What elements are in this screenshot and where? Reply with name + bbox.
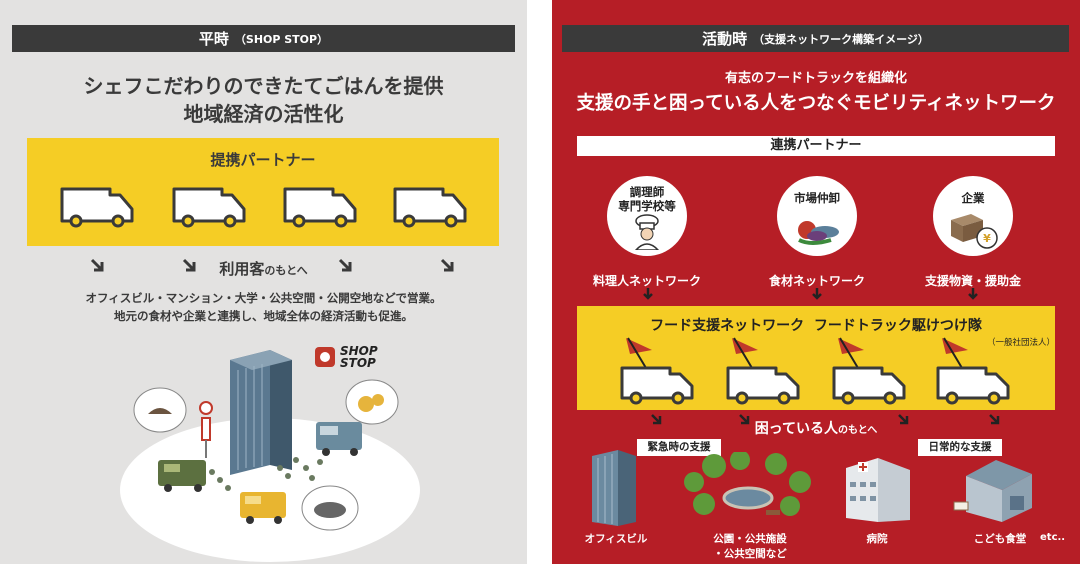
normal-headline-2: 地域経済の活性化 — [183, 102, 344, 126]
truck-icon — [393, 187, 467, 228]
active-time-header: 活動時 （支援ネットワーク構築イメージ） — [562, 25, 1069, 52]
destination-park: 公園・公共施設 — [713, 533, 787, 545]
flag-truck-icon — [726, 337, 800, 405]
partner-circle-cooking-school: 調理師 専門学校等 — [607, 176, 687, 256]
customers-label: 利用客のもとへ — [0, 258, 527, 279]
svg-text:¥: ¥ — [983, 232, 991, 245]
partner-circle-company: 企業 ¥ — [933, 176, 1013, 256]
etc-label: etc.. — [1040, 532, 1066, 543]
normal-body-2: 地元の食材や企業と連携し、地域全体の経済活動も促進。 — [114, 309, 413, 323]
logo-line-1: SHOP — [340, 344, 378, 358]
partner-3-title: 企業 — [961, 191, 985, 205]
partner-label: 提携パートナー — [210, 151, 316, 169]
arrow-down-icon — [440, 258, 454, 272]
arrow-down-icon — [739, 414, 750, 425]
destination-public-space: ・公共空間など — [713, 548, 787, 560]
partner-1-title-2: 専門学校等 — [618, 199, 676, 213]
logo-line-2: STOP — [340, 356, 376, 370]
arrow-down-icon — [812, 288, 822, 300]
office-building-icon — [592, 450, 636, 526]
partner-circle-wholesaler: 市場仲卸 — [777, 176, 857, 256]
partner-bar: 連携パートナー — [577, 136, 1055, 156]
arrow-down-icon — [90, 258, 104, 272]
network-label-food: 食材ネットワーク — [768, 274, 865, 288]
network-label-supplies: 支援物資・援助金 — [924, 274, 1021, 288]
active-time-subtitle: （支援ネットワーク構築イメージ） — [753, 32, 929, 46]
arrow-down-icon — [651, 414, 662, 425]
people-main: 困っている人 — [754, 421, 838, 437]
city-scene-illustration — [120, 350, 420, 562]
normal-headline-1: シェフこだわりのできたてごはんを提供 — [83, 74, 444, 98]
arrow-down-icon — [989, 414, 1000, 425]
customers-suffix: のもとへ — [264, 264, 308, 277]
active-headline-big: 支援の手と困っている人をつなぐモビリティネットワーク — [576, 93, 1056, 114]
people-suffix: のもとへ — [838, 425, 878, 436]
normal-time-title: 平時 — [198, 30, 229, 48]
flag-truck-icon — [832, 337, 906, 405]
arrow-down-icon — [643, 288, 653, 300]
normal-time-header: 平時 （SHOP STOP） — [12, 25, 515, 52]
partner-1-title-1: 調理師 — [629, 185, 665, 199]
active-headline-small: 有志のフードトラックを組織化 — [724, 71, 907, 86]
people-label: 困っている人のもとへ — [552, 418, 1080, 438]
network-title-2: フードトラック駆けつけ隊 — [813, 318, 982, 334]
childrens-cafeteria-icon — [953, 460, 1032, 522]
truck-icon — [172, 187, 246, 228]
flag-truck-icon — [936, 337, 1010, 405]
arrow-down-icon — [898, 414, 909, 425]
destination-kids-cafeteria: こども食堂 — [973, 533, 1027, 545]
normal-body-1: オフィスビル・マンション・大学・公共空間・公開空地などで営業。 — [85, 291, 442, 305]
supplies-money-icon: ¥ — [951, 214, 998, 249]
park-icon — [684, 452, 811, 516]
network-title-1: フード支援ネットワーク — [650, 318, 805, 334]
destination-office: オフィスビル — [584, 533, 648, 545]
chef-icon — [634, 214, 660, 250]
network-label-chefs: 料理人ネットワーク — [592, 274, 701, 288]
shop-stop-logo-icon — [315, 347, 335, 367]
daily-support-tag: 日常的な支援 — [918, 439, 1002, 456]
flag-truck-icon — [620, 337, 694, 405]
network-org: （一般社団法人） — [987, 338, 1056, 348]
hospital-icon — [846, 458, 910, 522]
arrow-down-icon — [338, 258, 352, 272]
arrow-down-icon — [968, 288, 978, 300]
arrow-down-icon — [182, 258, 196, 272]
customers-main: 利用客 — [219, 260, 265, 278]
active-time-title: 活動時 — [702, 30, 748, 48]
truck-icon — [60, 187, 134, 228]
normal-time-subtitle: （SHOP STOP） — [234, 32, 329, 46]
normal-time-panel: 平時 （SHOP STOP） シェフこだわりのできたてごはんを提供 地域経済の活… — [0, 0, 527, 564]
active-time-panel: 活動時 （支援ネットワーク構築イメージ） 有志のフードトラックを組織化 支援の手… — [552, 0, 1080, 564]
fish-vegetables-icon — [798, 221, 839, 245]
emergency-support-tag: 緊急時の支援 — [637, 439, 721, 456]
partner-2-title: 市場仲卸 — [794, 191, 840, 205]
shop-stop-logo: SHOP STOP — [314, 345, 378, 369]
destination-hospital: 病院 — [866, 533, 888, 545]
truck-icon — [283, 187, 357, 228]
